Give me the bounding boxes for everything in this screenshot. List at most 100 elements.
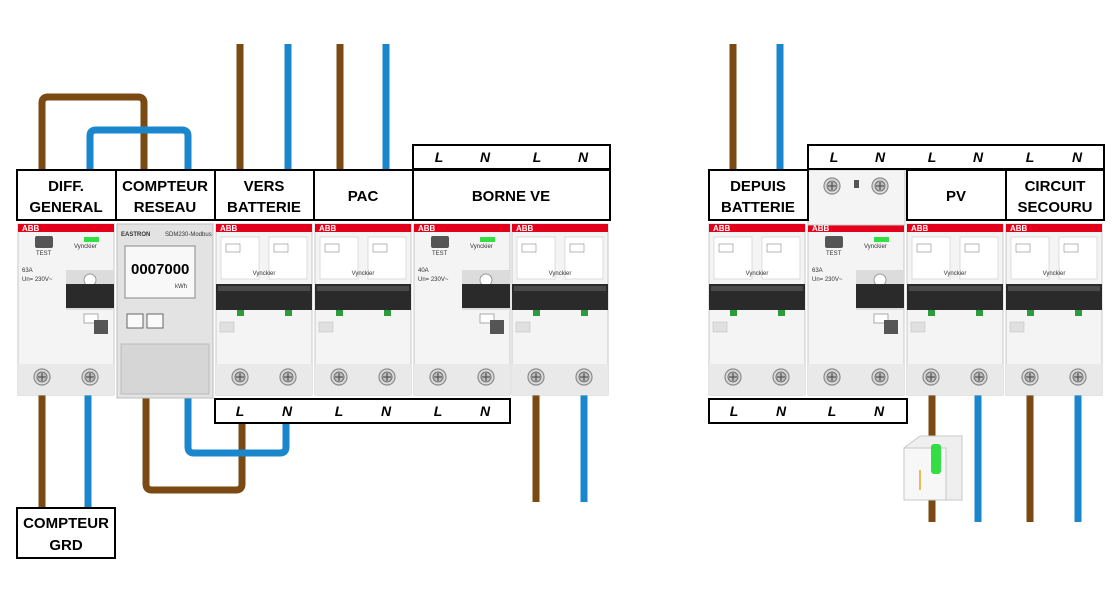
neutral-wire-meter-to-bus xyxy=(184,398,290,457)
vendor-text: Vynckier xyxy=(470,244,493,250)
screw-terminal-icon xyxy=(378,368,396,386)
status-indicator xyxy=(778,310,785,316)
status-indicator xyxy=(928,310,935,316)
abb-logo: ABB xyxy=(22,224,40,233)
screw-terminal-icon xyxy=(429,368,447,386)
label-circuit-secouru-1: CIRCUIT xyxy=(1025,178,1086,195)
screw-terminal-icon xyxy=(33,368,51,386)
terminal-n: N xyxy=(381,403,392,419)
rating-text: 63A xyxy=(22,268,33,274)
voltage-text: Un= 230V~ xyxy=(418,277,449,283)
abb-logo: ABB xyxy=(516,224,534,233)
abb-red-band xyxy=(907,224,1003,232)
label-compteur-reseau-1: COMPTEUR xyxy=(122,178,208,195)
rating-text: 63A xyxy=(812,268,823,274)
test-label: TEST xyxy=(432,251,448,257)
vendor-text: Vynckier xyxy=(746,271,769,277)
rcd-borne-ve: ABB TEST Vynckier 40A Un= 230V~ xyxy=(413,223,511,396)
terminal-l: L xyxy=(828,403,837,419)
neutral-wire-diff-to-meter xyxy=(86,126,192,170)
terminal-n: N xyxy=(480,403,491,419)
status-indicator xyxy=(336,310,343,316)
abb-red-band xyxy=(1006,224,1102,232)
meter-unit: kWh xyxy=(175,284,187,290)
terminal-n: N xyxy=(874,403,885,419)
screw-terminal-icon xyxy=(772,368,790,386)
screw-terminal-icon xyxy=(724,368,742,386)
screw-terminal-icon xyxy=(527,368,545,386)
abb-logo: ABB xyxy=(713,224,731,233)
test-button xyxy=(35,236,53,248)
status-led xyxy=(874,237,889,242)
status-indicator xyxy=(1075,310,1082,316)
abb-red-band xyxy=(808,224,904,232)
screw-terminal-icon xyxy=(81,368,99,386)
terminal-l: L xyxy=(335,403,344,419)
terminal-n: N xyxy=(282,403,293,419)
label-boxes: L N L N DIFF. GENERAL COMPTEUR RESEAU VE… xyxy=(16,144,1105,559)
label-diff-general-1: DIFF. xyxy=(48,178,84,195)
vendor-text: Vynckier xyxy=(253,271,276,277)
status-indicator xyxy=(730,310,737,316)
terminal-l: L xyxy=(434,403,443,419)
abb-logo: ABB xyxy=(812,224,830,233)
test-label: TEST xyxy=(36,251,52,257)
rating-text: 40A xyxy=(418,268,429,274)
status-led xyxy=(84,237,99,242)
status-indicator xyxy=(1027,310,1034,316)
terminal-l: L xyxy=(533,149,542,165)
status-indicator xyxy=(533,310,540,316)
test-label: TEST xyxy=(826,251,842,257)
mcb-vers-batterie: ABB Vynckier xyxy=(215,223,313,396)
phase-wire-diff-to-meter xyxy=(38,93,148,170)
screw-terminal-icon xyxy=(575,368,593,386)
meter-button xyxy=(146,313,164,329)
label-borne-ve: BORNE VE xyxy=(472,188,550,205)
ct-sensor xyxy=(903,435,963,501)
toggle-lever xyxy=(66,284,114,308)
vendor-text: Vynckier xyxy=(944,271,967,277)
label-compteur-grd-1: COMPTEUR xyxy=(23,515,109,532)
abb-logo: ABB xyxy=(220,224,238,233)
ct-led-icon xyxy=(931,444,941,474)
vendor-text: Vynckier xyxy=(1043,271,1066,277)
screw-terminal-icon xyxy=(823,177,841,195)
terminal-l: L xyxy=(830,149,839,165)
status-indicator xyxy=(285,310,292,316)
status-indicator xyxy=(384,310,391,316)
status-indicator xyxy=(237,310,244,316)
screw-terminal-icon xyxy=(1021,368,1039,386)
screw-terminal-icon xyxy=(1069,368,1087,386)
label-depuis-batterie-1: DEPUIS xyxy=(730,178,786,195)
mcb-depuis-batterie: ABB Vynckier xyxy=(708,223,806,396)
screw-terminal-icon xyxy=(330,368,348,386)
abb-logo: ABB xyxy=(418,224,436,233)
terminal-n: N xyxy=(875,149,886,165)
abb-red-band xyxy=(512,224,608,232)
status-indicator xyxy=(581,310,588,316)
screw-terminal-icon xyxy=(279,368,297,386)
screw-terminal-icon xyxy=(477,368,495,386)
terminal-n: N xyxy=(578,149,589,165)
screw-terminal-icon xyxy=(231,368,249,386)
abb-red-band xyxy=(216,224,312,232)
screw-terminal-icon xyxy=(922,368,940,386)
qr-code-icon xyxy=(490,320,504,334)
label-pac: PAC xyxy=(348,188,379,205)
screw-terminal-icon xyxy=(823,368,841,386)
label-pv: PV xyxy=(946,188,966,205)
label-diff-general-2: GENERAL xyxy=(29,199,102,216)
label-circuit-secouru-2: SECOURU xyxy=(1017,199,1092,216)
vendor-text: Vynckier xyxy=(549,271,572,277)
label-compteur-grd-2: GRD xyxy=(49,537,83,554)
mcb-borne-ve: ABB Vynckier xyxy=(511,223,609,396)
screw-terminal-icon xyxy=(871,368,889,386)
abb-red-band xyxy=(18,224,114,232)
